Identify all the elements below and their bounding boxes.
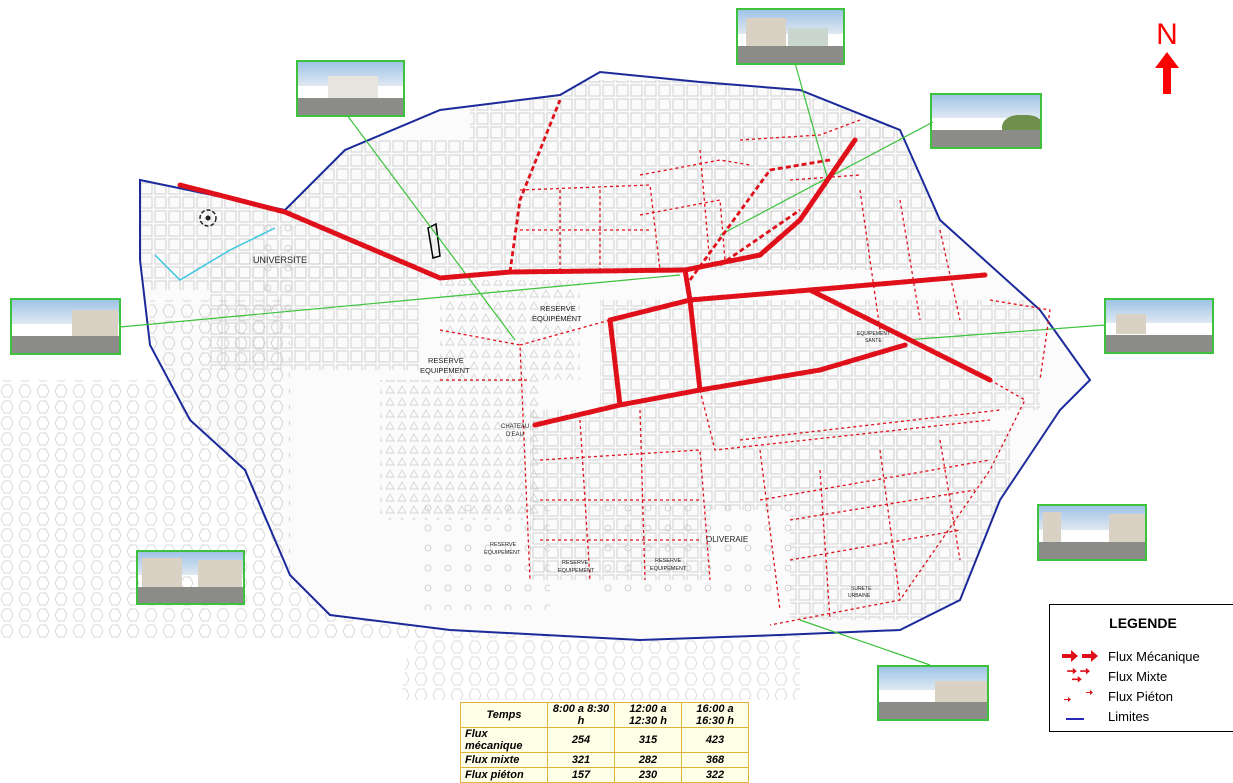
- roundabout-icon: [199, 209, 217, 227]
- table-row: Flux piéton 157 230 322: [460, 767, 749, 783]
- legend-item-mechanical: Flux Mécanique: [1062, 647, 1200, 665]
- table-row: Flux mixte 321 282 368: [460, 752, 749, 768]
- photo-site-3: [930, 93, 1042, 149]
- legend-title: LEGENDE: [1109, 615, 1177, 631]
- photo-site-6: [1037, 504, 1147, 561]
- photo-site-2: [736, 8, 845, 65]
- svg-text:EQUIPEMENT: EQUIPEMENT: [484, 550, 521, 556]
- mixed-flow-icon: [1067, 667, 1090, 683]
- svg-text:EQUIPEMENT: EQUIPEMENT: [857, 331, 890, 337]
- north-arrow: N: [1154, 20, 1180, 96]
- table-header-row: Temps 8:00 a 8:30 h 12:00 a 12:30 h 16:0…: [460, 702, 749, 728]
- svg-text:SURETE: SURETE: [851, 586, 872, 592]
- photo-site-5: [1104, 298, 1214, 354]
- svg-text:EQUIPEMENT: EQUIPEMENT: [558, 568, 595, 574]
- svg-text:RESERVE: RESERVE: [540, 304, 576, 313]
- svg-text:EQUIPEMENT: EQUIPEMENT: [420, 366, 470, 375]
- photo-site-4: [10, 298, 121, 355]
- svg-text:RESERVE: RESERVE: [562, 560, 589, 566]
- svg-text:SANTE: SANTE: [865, 338, 882, 344]
- svg-text:RESERVE: RESERVE: [655, 558, 682, 564]
- svg-text:EQUIPEMENT: EQUIPEMENT: [532, 314, 582, 323]
- legend: LEGENDE Flux Mécanique Flux Mixte Flux P…: [1049, 604, 1233, 732]
- label-universite: UNIVERSITE: [253, 255, 307, 265]
- flux-table: Temps 8:00 a 8:30 h 12:00 a 12:30 h 16:0…: [460, 702, 749, 783]
- map-labels: UNIVERSITE RESERVE EQUIPEMENT RESERVE EQ…: [253, 255, 890, 599]
- mixed-flow-routes: [508, 99, 831, 281]
- north-arrow-icon: [1155, 52, 1179, 94]
- legend-item-mixed: Flux Mixte: [1062, 667, 1167, 685]
- table-row: Flux mécanique 254 315 423: [460, 727, 749, 753]
- svg-text:RESERVE: RESERVE: [490, 542, 517, 548]
- svg-text:EQUIPEMENT: EQUIPEMENT: [650, 566, 687, 572]
- svg-text:CHATEAU: CHATEAU: [501, 424, 529, 430]
- photo-site-7: [136, 550, 245, 605]
- svg-text:URBAINE: URBAINE: [848, 593, 871, 599]
- pedestrian-flow-routes: [439, 119, 1051, 626]
- legend-item-limits: Limites: [1062, 707, 1149, 725]
- photo-site-8: [877, 665, 989, 721]
- mechanical-flow-icon: [1062, 650, 1098, 662]
- photo-site-1: [296, 60, 405, 117]
- site-boundary: [139, 70, 1092, 642]
- north-label: N: [1156, 18, 1178, 51]
- svg-text:OLIVERAIE: OLIVERAIE: [706, 535, 748, 544]
- limits-line-icon: [1066, 718, 1084, 720]
- pedestrian-flow-icon: [1064, 690, 1093, 702]
- legend-item-pedestrian: Flux Piéton: [1062, 687, 1173, 705]
- svg-text:RESERVE: RESERVE: [428, 356, 464, 365]
- svg-text:D'EAU: D'EAU: [506, 432, 524, 438]
